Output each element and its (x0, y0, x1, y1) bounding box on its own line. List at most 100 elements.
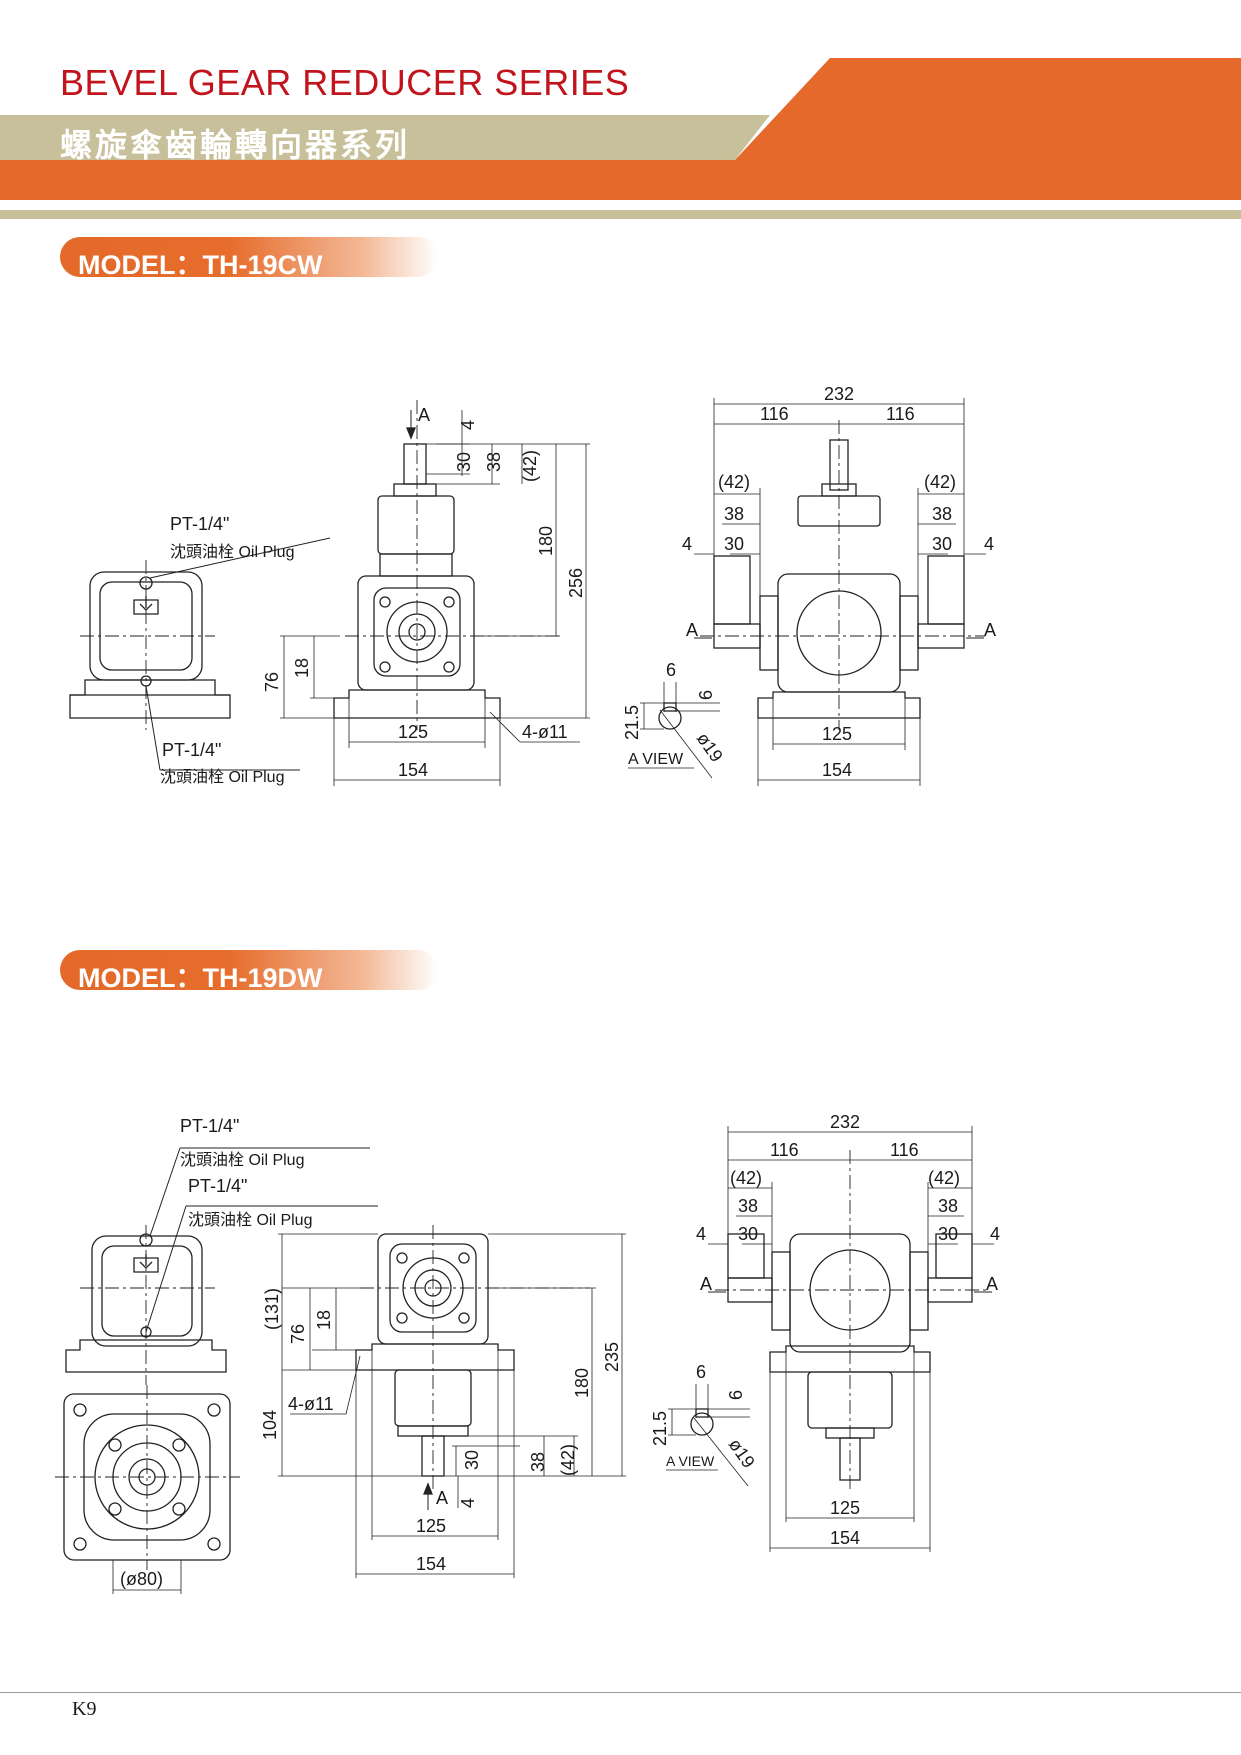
dw-plug-2-name: 沈頭油栓 Oil Plug (188, 1211, 312, 1229)
dw-top-dim-116-right: 116 (890, 1140, 919, 1160)
dw-a-view-leader (693, 1417, 749, 1487)
model-dw-heading: MODEL：TH-19DW (60, 950, 438, 993)
cw-front-shaft (403, 443, 427, 485)
header-band-graphic (0, 58, 1241, 219)
cw-front-view (280, 400, 590, 786)
dw-top-marker-left: A (700, 1274, 712, 1294)
dw-leader-holes (345, 1355, 361, 1415)
cw-a-dim-19: ø19 (693, 729, 727, 766)
cw-top-dim-38-left: 38 (724, 504, 744, 524)
dw-top-right-flange (909, 1251, 929, 1331)
cw-leader-holes (489, 711, 521, 743)
cw-view-arrowhead (406, 427, 416, 440)
dw-front-bolt (458, 1312, 470, 1324)
dw-dim-154-label: 154 (416, 1554, 446, 1574)
footer-rule (0, 1692, 1241, 1693)
dw-top-dim-4-right: 4 (990, 1224, 1000, 1244)
cw-leader-bottom (145, 685, 161, 771)
cw-top-dim-42-left: (42) (718, 472, 750, 492)
cw-top-dim-116-left: 116 (760, 404, 789, 424)
dw-front-view (278, 1225, 626, 1578)
cw-front-bolt (443, 596, 455, 608)
dw-top-dim-38-left: 38 (738, 1196, 758, 1216)
dw-front-bolt (396, 1312, 408, 1324)
dw-top-dim-116-left: 116 (770, 1140, 799, 1160)
dw-top-view (708, 1126, 994, 1552)
cw-top-left-flange (759, 595, 779, 671)
model-cw-drawing: PT-1/4" 沈頭油栓 Oil Plug PT-1/4" 沈頭油栓 Oil P… (0, 380, 1241, 800)
cw-front-housing-top (377, 495, 455, 555)
cw-dim-76-label: 76 (262, 672, 282, 692)
dw-top-dim-38-right: 38 (938, 1196, 958, 1216)
cw-dim-256-label: 256 (566, 568, 586, 598)
cw-dim-18-label: 18 (292, 658, 312, 678)
dw-top-dim-30-right: 30 (938, 1224, 958, 1244)
dw-bottom-view-bolt (172, 1438, 186, 1452)
cw-top-right-flange (899, 595, 919, 671)
cw-dim-42-label: (42) (520, 450, 540, 482)
dw-top-dim-4-left: 4 (696, 1224, 706, 1244)
dw-top-dim-154: 154 (830, 1528, 860, 1548)
dw-dim-125-label: 125 (416, 1516, 446, 1536)
dw-top-right-housing (935, 1233, 973, 1279)
dw-dim-38-label: 38 (528, 1452, 548, 1472)
orange-band (0, 58, 1241, 200)
dw-bottom-view-hole (207, 1537, 221, 1551)
cw-plug-bottom-name: 沈頭油栓 Oil Plug (160, 768, 284, 786)
cw-top-dim-30-left: 30 (724, 534, 744, 554)
dw-bottom-view-hole (207, 1403, 221, 1417)
cw-front-collar (393, 483, 437, 497)
cw-top-marker-left: A (686, 620, 698, 640)
page-subtitle-chinese: 螺旋傘齒輪轉向器系列 (60, 126, 411, 164)
model-cw-heading: MODEL：TH-19CW (60, 237, 438, 280)
dw-front-bolt (458, 1252, 470, 1264)
cw-plug-top-name: 沈頭油栓 Oil Plug (170, 543, 294, 561)
cw-dim-180-label: 180 (536, 526, 556, 556)
cw-holes-label: 4-ø11 (522, 722, 568, 742)
dw-top-marker-right: A (986, 1274, 998, 1294)
dw-dim-180-label: 180 (572, 1368, 592, 1398)
dw-front-marker-a: A (436, 1488, 448, 1508)
dw-a-dim-21-5: 21.5 (650, 1411, 670, 1446)
dw-bottom-view-bolt (108, 1502, 122, 1516)
dw-leader-2 (145, 1205, 187, 1333)
dw-plug-1-name: 沈頭油栓 Oil Plug (180, 1151, 304, 1169)
model-dw-drawing: PT-1/4" 沈頭油栓 Oil Plug PT-1/4" 沈頭油栓 Oil P… (0, 1100, 1241, 1600)
cw-side-view (69, 537, 331, 771)
dw-top-dim-42-right: (42) (928, 1168, 960, 1188)
cw-a-view (628, 682, 720, 779)
dw-a-dim-6-side: 6 (726, 1390, 746, 1400)
dw-dim-76-label: 76 (288, 1324, 308, 1344)
cw-top-marker-right: A (984, 620, 996, 640)
khaki-band (0, 115, 770, 160)
dw-front-base (355, 1343, 515, 1371)
cw-dim-30-label: 30 (454, 452, 474, 472)
dw-dim-30-label: 30 (462, 1450, 482, 1470)
model-dw-label: MODEL：TH-19DW (78, 963, 323, 993)
cw-a-dim-6-side: 6 (696, 690, 716, 700)
cw-a-view-label: A VIEW (628, 751, 684, 768)
dw-a-view-shaft (690, 1412, 714, 1436)
dw-bottom-view-bolt (172, 1502, 186, 1516)
dw-side-inner (101, 1245, 193, 1337)
cw-dim-38-label: 38 (484, 452, 504, 472)
cw-a-view-shaft (658, 706, 682, 730)
cw-a-dim-6-top: 6 (666, 660, 676, 680)
dw-plug-2-spec: PT-1/4" (188, 1176, 247, 1196)
cw-front-neck (379, 553, 453, 577)
dw-dim-42-label: (42) (558, 1444, 578, 1476)
page-title: BEVEL GEAR REDUCER SERIES (60, 62, 630, 103)
cw-dim-4-label: 4 (458, 420, 478, 430)
dw-dim-18-label: 18 (314, 1310, 334, 1330)
dw-dim-80-label: (ø80) (120, 1569, 163, 1589)
dw-top-dim-30-left: 30 (738, 1224, 758, 1244)
dw-side-view (55, 1147, 378, 1594)
cw-top-dim-42-right: (42) (924, 472, 956, 492)
dw-top-dim-125: 125 (830, 1498, 860, 1518)
dw-bottom-view-bolt (108, 1438, 122, 1452)
cw-top-dim-125: 125 (822, 724, 852, 744)
cw-front-bolt (443, 661, 455, 673)
cw-front-marker-a: A (418, 405, 430, 425)
dw-a-view-label: A VIEW (666, 1453, 715, 1469)
dw-top-dim-232: 232 (830, 1112, 860, 1132)
